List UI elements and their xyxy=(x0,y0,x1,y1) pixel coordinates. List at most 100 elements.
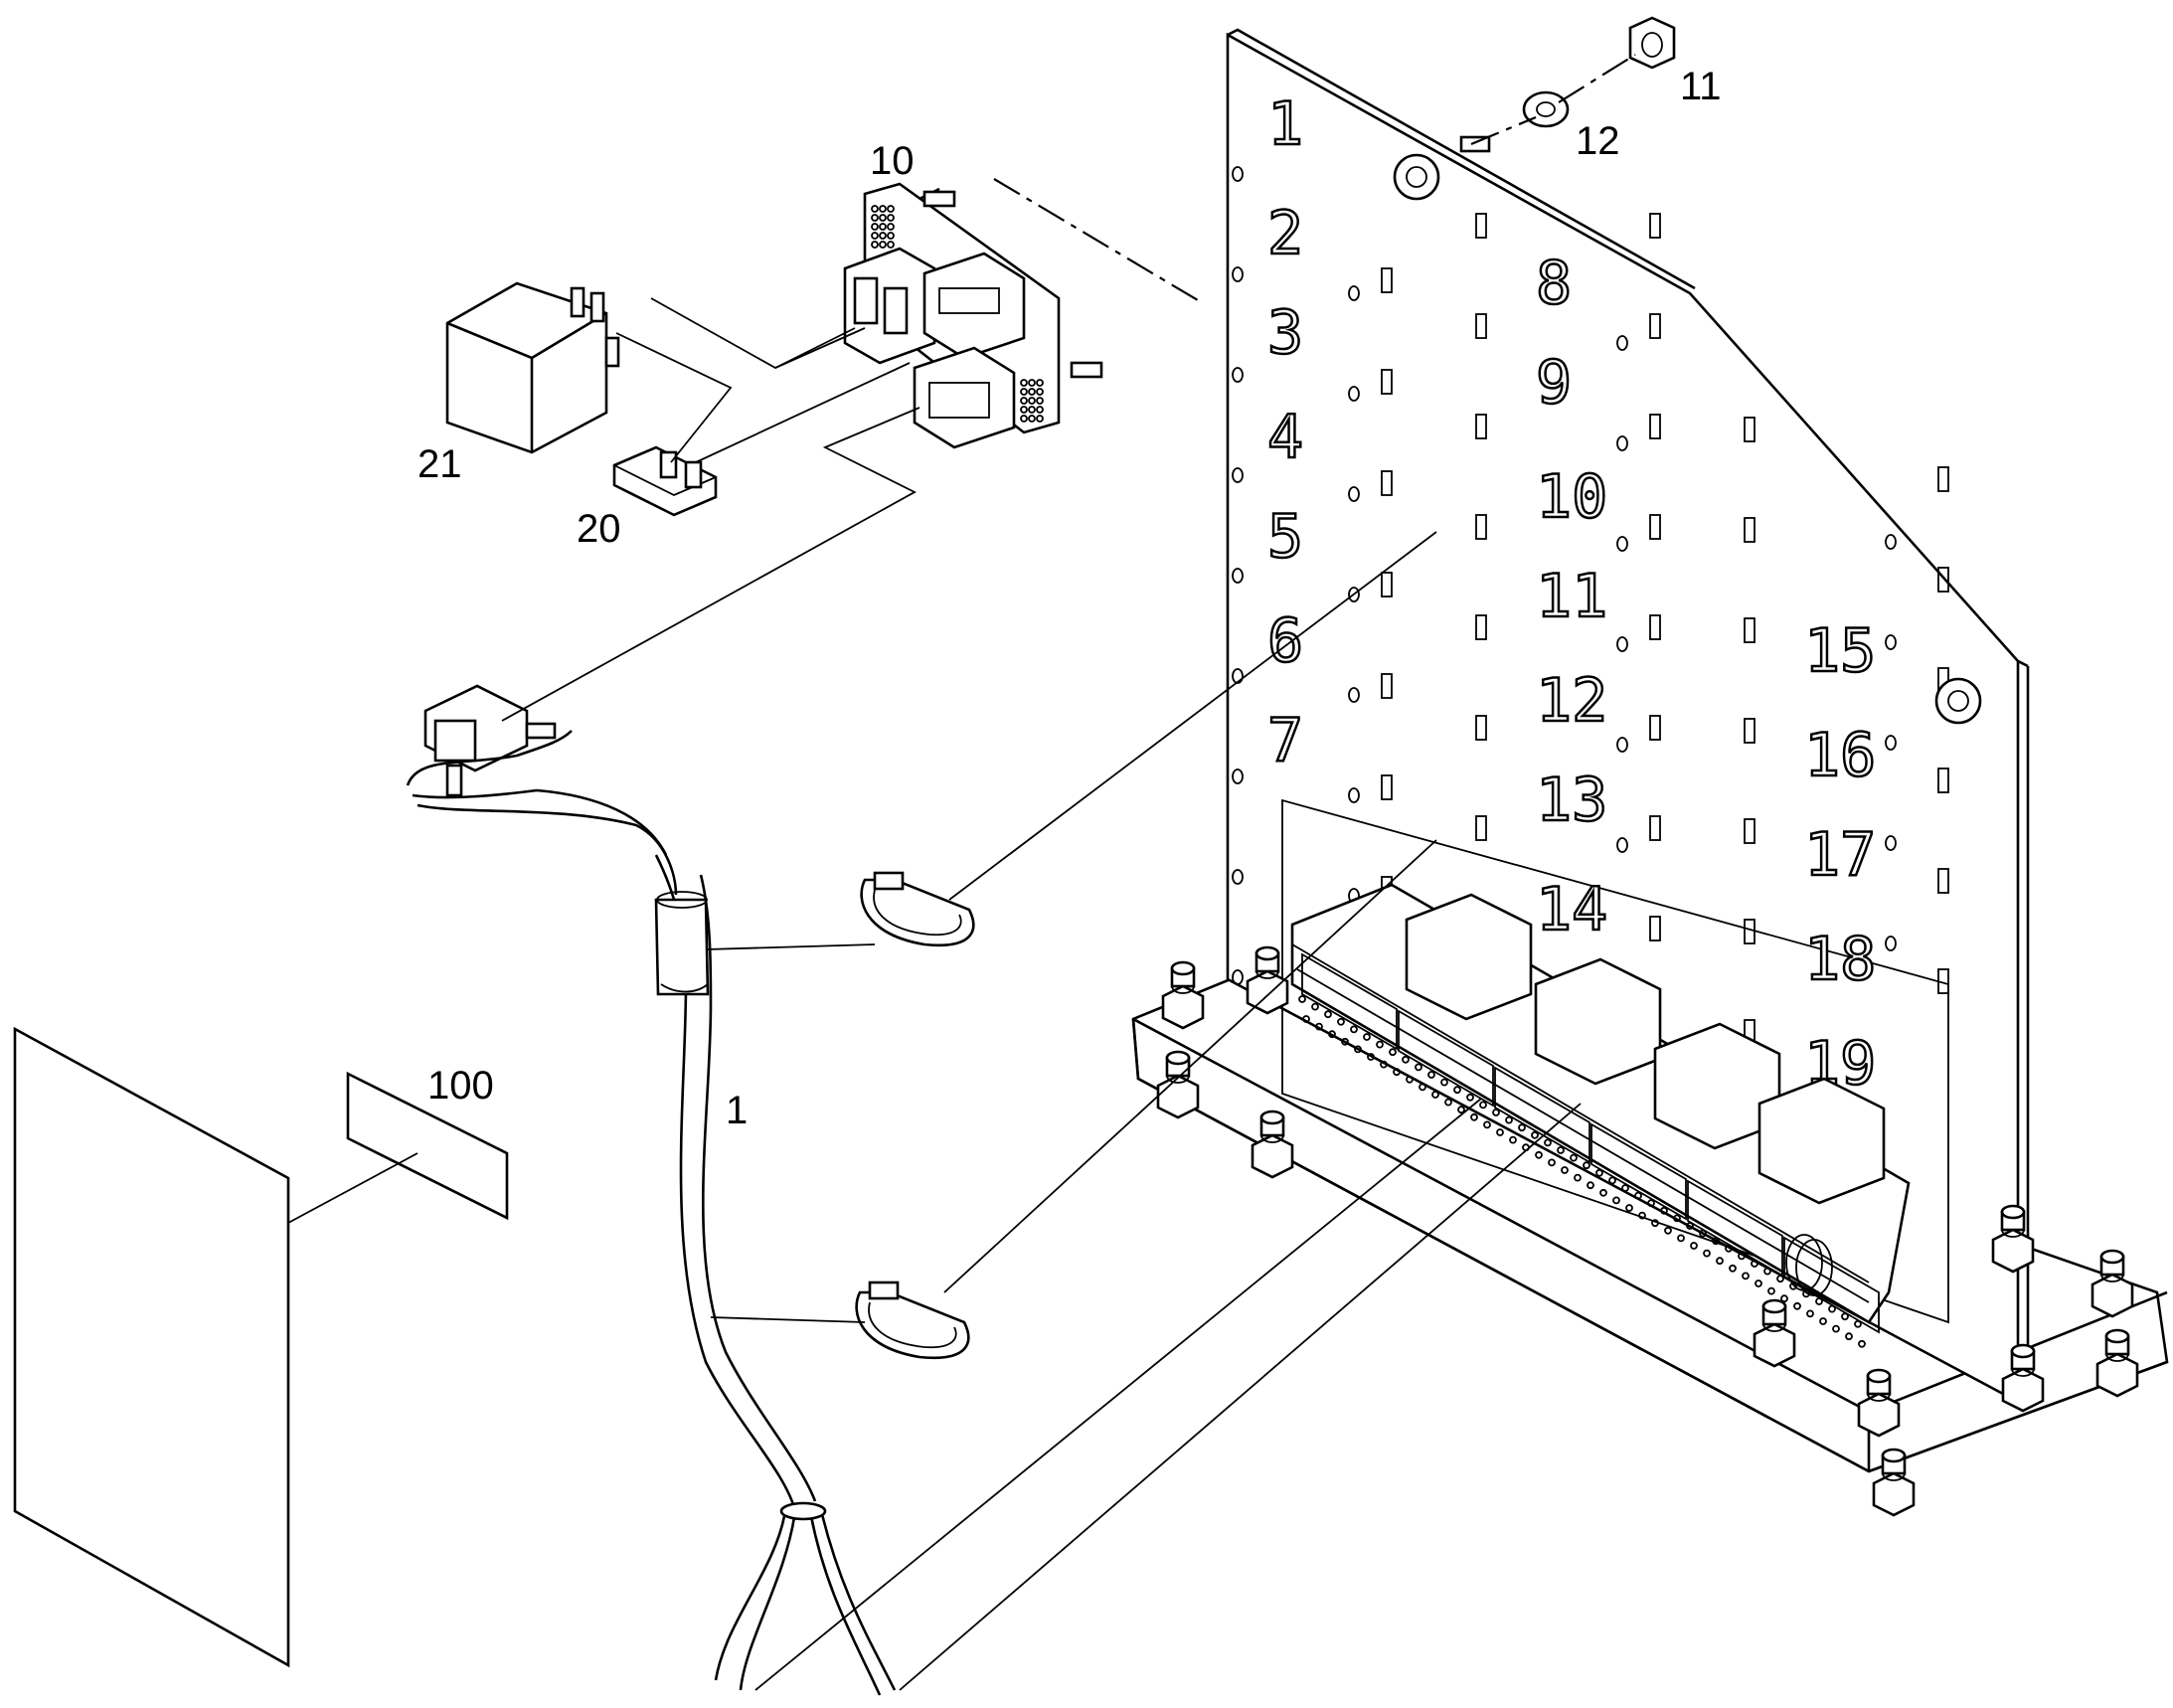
panel-slot xyxy=(1649,916,1661,941)
panel-hole xyxy=(1232,266,1244,282)
terminal-dot xyxy=(1651,1219,1659,1228)
panel-slot xyxy=(1381,673,1393,699)
terminal-dot xyxy=(1742,1272,1750,1281)
plate-number-10: 10 xyxy=(1536,462,1607,532)
terminal-dot xyxy=(1686,1222,1694,1230)
plate-number-5: 5 xyxy=(1267,502,1303,572)
panel-hole xyxy=(1616,636,1628,652)
panel-slot xyxy=(1649,313,1661,339)
terminal-dot xyxy=(1587,1181,1594,1190)
panel-hole xyxy=(1232,568,1244,584)
panel-slot xyxy=(1475,213,1487,239)
plate-number-7: 7 xyxy=(1267,706,1303,775)
terminal-dot xyxy=(1767,1286,1775,1295)
terminal-dot xyxy=(1419,1083,1426,1092)
holder-contact xyxy=(879,214,887,222)
panel-slots xyxy=(1381,213,1949,1045)
holder-contact xyxy=(879,232,887,240)
terminal-dot xyxy=(1729,1264,1737,1273)
plate-number-15: 15 xyxy=(1804,616,1876,686)
terminal-dot xyxy=(1841,1312,1849,1321)
terminal-dot xyxy=(1298,995,1306,1003)
terminal-dot xyxy=(1440,1078,1448,1087)
washer xyxy=(1522,90,1570,128)
panel-hole xyxy=(1232,367,1244,383)
terminal-dot xyxy=(1561,1166,1569,1174)
holder-contact xyxy=(871,214,879,222)
panel-slot xyxy=(1475,514,1487,540)
panel-slot xyxy=(1475,715,1487,741)
holder-contact xyxy=(871,241,879,249)
terminal-dot xyxy=(1535,1150,1543,1159)
terminal-dot xyxy=(1673,1214,1681,1223)
plate-number-12: 12 xyxy=(1536,666,1607,736)
callout-100: 100 xyxy=(427,1064,494,1108)
panel-slot xyxy=(1475,614,1487,640)
holder-contact xyxy=(1036,379,1044,387)
terminal-dot xyxy=(1311,1002,1319,1011)
terminal-dot xyxy=(1505,1115,1513,1124)
terminal-dot xyxy=(1483,1120,1491,1129)
panel-slot xyxy=(1744,417,1755,442)
terminal-dot xyxy=(1608,1176,1616,1185)
terminal-dot xyxy=(1612,1196,1620,1205)
panel-slot xyxy=(1475,313,1487,339)
panel-hole xyxy=(1885,534,1897,550)
callout-20: 20 xyxy=(577,507,621,551)
holder-contact xyxy=(1020,397,1028,405)
label-plate xyxy=(346,1071,509,1221)
plate-number-17: 17 xyxy=(1804,820,1876,890)
callout-12: 12 xyxy=(1576,119,1620,163)
terminal-dot xyxy=(1324,1010,1332,1019)
panel-slot xyxy=(1937,567,1949,593)
terminal-dot xyxy=(1531,1130,1539,1139)
callout-1: 1 xyxy=(726,1089,748,1132)
bolt-top xyxy=(2010,1343,2036,1359)
panel-hole xyxy=(1616,837,1628,853)
panel-slot xyxy=(1649,514,1661,540)
terminal-dot xyxy=(1341,1037,1349,1046)
panel-hole xyxy=(1348,486,1360,502)
plate-number-11: 11 xyxy=(1536,562,1607,631)
plate-number-13: 13 xyxy=(1536,766,1607,835)
terminal-dot xyxy=(1431,1091,1439,1099)
terminal-block xyxy=(1398,1009,1494,1108)
terminal-dot xyxy=(1367,1053,1375,1061)
holder-contact xyxy=(879,223,887,231)
terminal-dot xyxy=(1819,1317,1827,1325)
holder-contact xyxy=(1020,379,1028,387)
bolt-top xyxy=(1170,960,1196,976)
panel-slot xyxy=(1475,414,1487,439)
plate-number-8: 8 xyxy=(1536,249,1572,318)
plate-number-6: 6 xyxy=(1267,606,1303,676)
panel-hole xyxy=(1616,737,1628,753)
terminal-block xyxy=(1301,952,1398,1051)
terminal-dot xyxy=(1621,1184,1629,1192)
relay xyxy=(445,281,620,454)
bolt-top xyxy=(1259,1110,1285,1125)
bolt-top xyxy=(1866,1368,1892,1384)
terminal-dot xyxy=(1763,1267,1771,1276)
panel-slot xyxy=(1381,470,1393,496)
panel-hole xyxy=(1616,335,1628,351)
terminal-dot xyxy=(1509,1135,1517,1144)
holder-contact xyxy=(1036,415,1044,423)
plate-number-14: 14 xyxy=(1536,875,1607,944)
terminal-dot xyxy=(1712,1237,1720,1246)
terminal-dot xyxy=(1402,1055,1410,1064)
panel-slot xyxy=(1744,818,1755,844)
nut xyxy=(1628,16,1676,70)
panel-hole xyxy=(1232,969,1244,985)
holder-contact xyxy=(1028,388,1036,396)
terminal-dot xyxy=(1557,1146,1565,1154)
terminal-block xyxy=(1494,1066,1590,1164)
bolt-top xyxy=(2000,1204,2026,1220)
holder-contact xyxy=(1036,406,1044,414)
panel-slot xyxy=(1381,267,1393,293)
bolt-top xyxy=(2104,1328,2130,1344)
callout-10: 10 xyxy=(870,139,915,183)
terminal-dot xyxy=(1315,1022,1323,1031)
terminal-dot xyxy=(1479,1101,1487,1110)
